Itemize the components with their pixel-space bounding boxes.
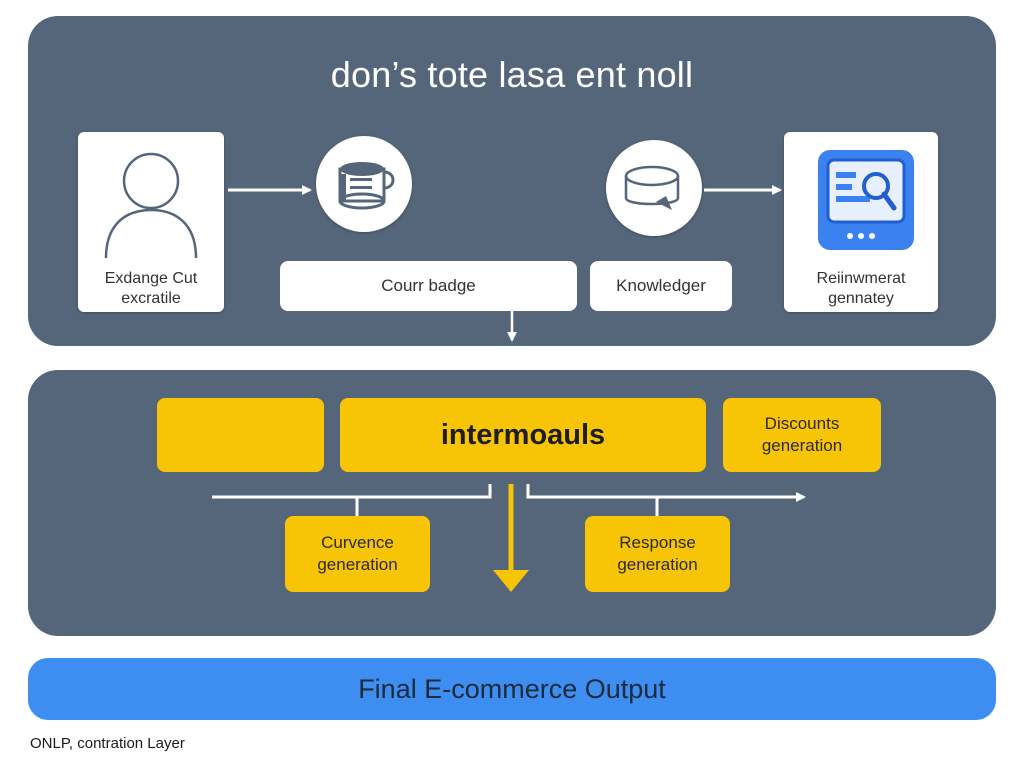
- discounts-box: Discounts generation: [723, 398, 881, 472]
- knowledge-circle: [606, 140, 702, 236]
- diagram-title: don’s tote lasa ent noll: [330, 54, 694, 95]
- database-icon: [624, 165, 680, 210]
- blank-box: [157, 398, 324, 472]
- arrow-main-down-head: [493, 570, 529, 592]
- discounts-box-line2: generation: [761, 436, 843, 455]
- curvence-box-line1: Curvence: [321, 533, 394, 552]
- response-box: Response generation: [585, 516, 730, 592]
- knowledge-pill: Knowledger: [590, 261, 732, 311]
- user-card-label-line1: Exdange Cut: [104, 270, 198, 287]
- badge-pill: Courr badge: [280, 261, 577, 311]
- badge-circle: [316, 136, 412, 232]
- ref-card-label-line1: Reiinwmerat: [816, 270, 906, 287]
- response-box-line1: Response: [619, 533, 696, 552]
- main-process-box: intermoauls: [340, 398, 706, 472]
- discounts-box-line1: Discounts: [764, 414, 840, 433]
- connector-left-branch: [212, 484, 492, 499]
- database-scroll-icon: [338, 162, 395, 210]
- document-search-icon: [818, 150, 914, 250]
- user-card-label-line2: excratile: [121, 290, 181, 307]
- final-output-bar: Final E-commerce Output: [28, 658, 996, 720]
- curvence-box: Curvence generation: [285, 516, 430, 592]
- curvence-box-line2: generation: [317, 555, 398, 574]
- person-icon: [104, 152, 198, 259]
- ref-card-label-line2: gennatey: [828, 290, 894, 307]
- ref-card: Reiinwmerat gennatey: [784, 132, 938, 312]
- footer-layer-label: ONLP, contration Layer: [30, 735, 185, 752]
- user-card: Exdange Cut excratile: [78, 132, 224, 312]
- arrow-right-branch: [526, 484, 806, 502]
- response-box-line2: generation: [617, 555, 698, 574]
